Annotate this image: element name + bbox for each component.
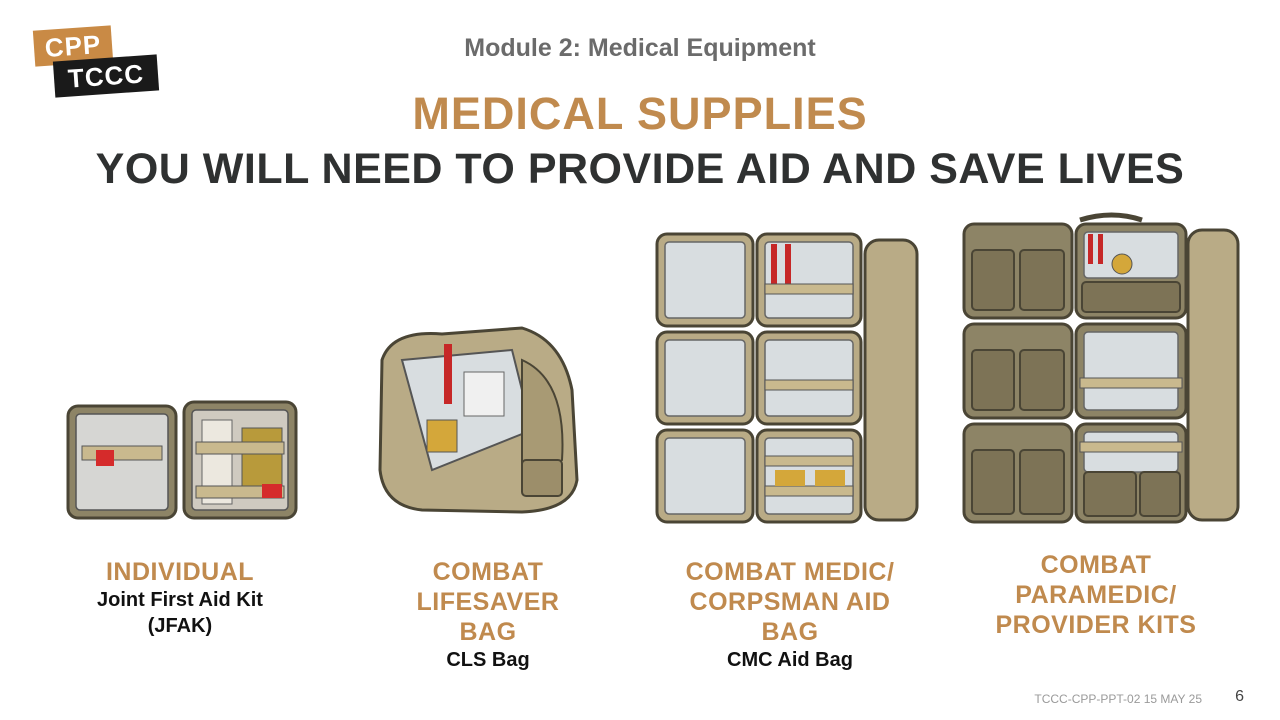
kit-caption-cmc: COMBAT MEDIC/ CORPSMAN AID BAG CMC Aid B… — [664, 557, 916, 673]
kit-heading: INDIVIDUAL — [105, 558, 255, 586]
module-subtitle: Module 2: Medical Equipment — [464, 34, 816, 62]
provider-kit-illustration — [962, 212, 1240, 524]
kit-subheading: CMC Aid Bag — [727, 649, 853, 671]
jfak-illustration — [66, 400, 298, 520]
kit-heading: COMBAT MEDIC/ CORPSMAN AID BAG — [685, 558, 895, 646]
document-code: TCCC-CPP-PPT-02 15 MAY 25 — [1034, 692, 1202, 706]
page-number: 6 — [1235, 688, 1244, 705]
kit-caption-provider: COMBAT PARAMEDIC/ PROVIDER KITS — [970, 550, 1222, 640]
kit-caption-cls: COMBAT LIFESAVER BAG CLS Bag — [362, 557, 614, 673]
cmc-aid-bag-illustration — [655, 232, 919, 524]
slide-subtitle: YOU WILL NEED TO PROVIDE AID AND SAVE LI… — [95, 145, 1185, 193]
kit-subheading: CLS Bag — [446, 649, 530, 671]
kit-heading: COMBAT LIFESAVER BAG — [416, 558, 560, 646]
kit-heading: COMBAT PARAMEDIC/ PROVIDER KITS — [995, 551, 1197, 639]
cls-bag-illustration — [378, 326, 579, 514]
slide-title: MEDICAL SUPPLIES — [412, 88, 868, 139]
kit-caption-individual: INDIVIDUAL Joint First Aid Kit (JFAK) — [58, 557, 302, 639]
kit-subheading: Joint First Aid Kit (JFAK) — [97, 589, 263, 637]
